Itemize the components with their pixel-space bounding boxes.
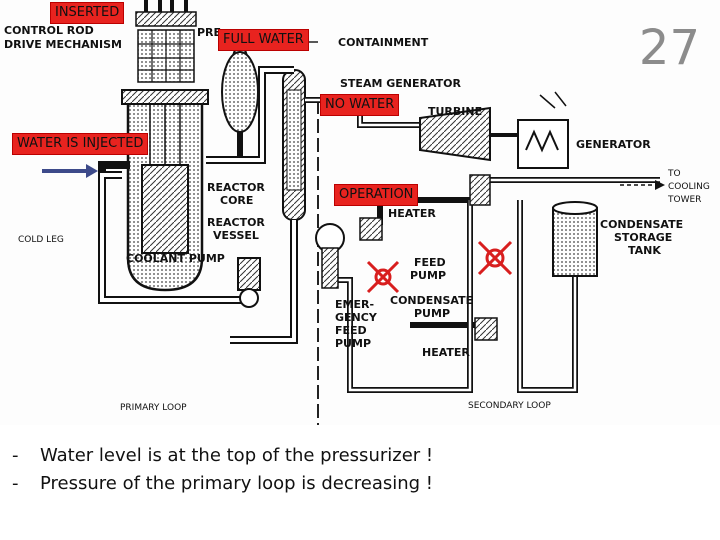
coolant-pump <box>237 257 261 308</box>
callout-operation: OPERATION <box>334 184 419 206</box>
callout-water-injected: WATER IS INJECTED <box>12 133 149 155</box>
bullet-dash: - <box>12 445 19 466</box>
label-emergency-feed-pump-4: PUMP <box>335 337 371 350</box>
label-condensate-storage-tank-3: TANK <box>628 244 661 257</box>
label-control-rod: CONTROL ROD <box>4 24 94 37</box>
label-drive-mechanism: DRIVE MECHANISM <box>4 38 122 51</box>
turbine <box>419 106 491 162</box>
label-to-cooling-tower-1: TO <box>667 169 681 179</box>
bullet-text: Water level is at the top of the pressur… <box>40 445 434 466</box>
emergency-feed-pump <box>315 223 345 289</box>
label-turbine: TURBINE <box>428 105 482 118</box>
label-heater-top: HEATER <box>388 207 436 220</box>
control-rod-drive-mechanism <box>135 0 197 83</box>
label-condensate-storage-tank-2: STORAGE <box>614 231 672 244</box>
label-generator: GENERATOR <box>576 138 651 151</box>
label-condensate-storage-tank-1: CONDENSATE <box>600 218 683 231</box>
bullet-list: -Water level is at the top of the pressu… <box>12 442 433 498</box>
label-emergency-feed-pump-2: GENCY <box>335 311 378 324</box>
label-feed-pump-2: PUMP <box>410 269 446 282</box>
label-reactor-vessel-1: REACTOR <box>207 216 265 229</box>
label-steam-generator: STEAM GENERATOR <box>340 77 461 90</box>
bullet-text: Pressure of the primary loop is decreasi… <box>40 473 434 494</box>
label-reactor-core-1: REACTOR <box>207 181 265 194</box>
generator <box>490 91 569 169</box>
condensate-storage-tank <box>552 201 598 277</box>
pwr-schematic: CONTROL ROD DRIVE MECHANISM PRE CONTAINM… <box>4 0 710 425</box>
label-feed-pump-1: FEED <box>414 256 446 269</box>
red-x-marker <box>477 240 513 276</box>
slide-number: 27 <box>638 20 700 76</box>
label-emergency-feed-pump-1: EMER- <box>335 298 374 311</box>
callout-inserted: INSERTED <box>50 2 125 24</box>
label-containment: CONTAINMENT <box>338 36 429 49</box>
label-reactor-vessel-2: VESSEL <box>213 229 259 242</box>
label-pressurizer-fragment: PRE <box>197 26 221 39</box>
label-reactor-core-2: CORE <box>220 194 253 207</box>
bullet-item: -Water level is at the top of the pressu… <box>12 442 433 470</box>
label-to-cooling-tower-3: TOWER <box>667 195 701 205</box>
bullet-dash: - <box>12 473 19 494</box>
label-emergency-feed-pump-3: FEED <box>335 324 367 337</box>
callout-full-water: FULL WATER <box>218 29 309 51</box>
label-coolant-pump: COOLANT PUMP <box>126 252 225 265</box>
label-primary-loop: PRIMARY LOOP <box>120 403 187 413</box>
label-to-cooling-tower-2: COOLING <box>668 182 710 192</box>
red-x-marker <box>366 260 400 294</box>
label-heater-bottom: HEATER <box>422 346 470 359</box>
bullet-item: -Pressure of the primary loop is decreas… <box>12 470 433 498</box>
label-cold-leg: COLD LEG <box>18 235 64 245</box>
label-condensate-pump-2: PUMP <box>414 307 450 320</box>
label-secondary-loop: SECONDARY LOOP <box>468 401 551 411</box>
label-condensate-pump-1: CONDENSATE <box>390 294 473 307</box>
injection-arrow <box>42 164 98 178</box>
callout-no-water: NO WATER <box>320 94 400 116</box>
steam-generator <box>282 69 306 221</box>
